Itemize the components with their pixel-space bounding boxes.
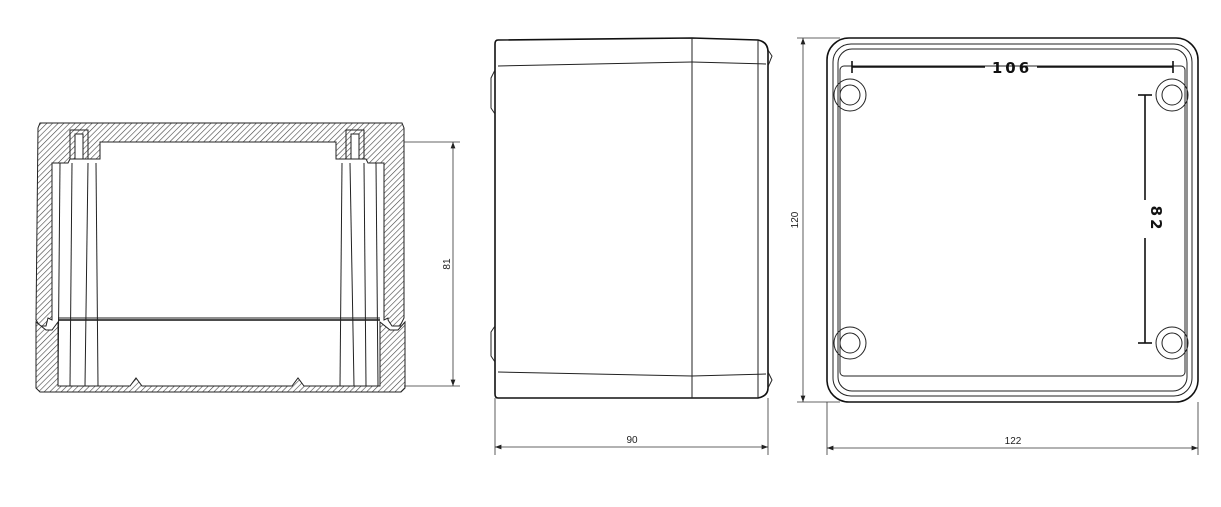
screw-hole-right — [350, 133, 360, 160]
mounting-hole-bottom-left — [833, 326, 867, 360]
dimension-label-90: 90 — [626, 435, 638, 446]
section-base-wall — [35, 320, 406, 393]
mounting-hole-bottom-right — [1155, 326, 1189, 360]
screw-hole-left — [74, 133, 84, 160]
section-view: 81 — [35, 122, 460, 393]
side-view-outline — [494, 37, 769, 399]
hole-spacing-label-82: 82 — [1147, 206, 1165, 233]
hole-spacing-label-106: 106 — [992, 59, 1032, 77]
dimension-label-122: 122 — [1005, 436, 1022, 447]
mounting-hole-top-right — [1155, 78, 1189, 112]
dimension-label-81: 81 — [442, 258, 453, 270]
mounting-hole-top-left — [833, 78, 867, 112]
side-view: 90 — [490, 37, 773, 455]
lid-outline — [826, 37, 1199, 403]
dimension-label-120: 120 — [790, 211, 801, 228]
top-view: 106 82 120 122 — [790, 37, 1199, 455]
